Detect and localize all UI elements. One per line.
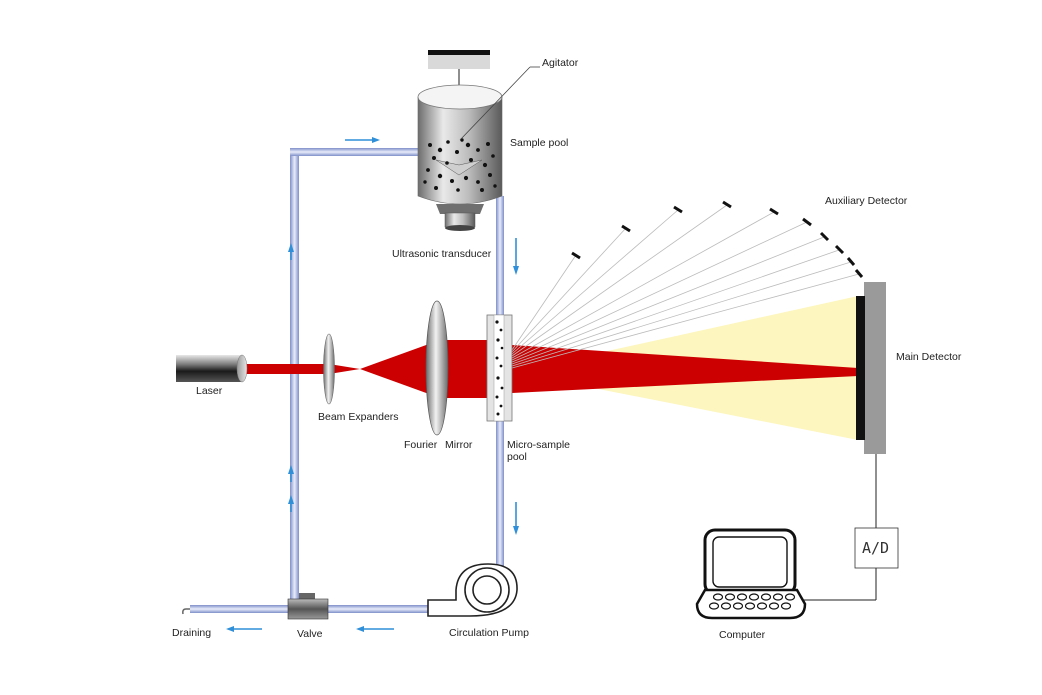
label-auxiliary-detector: Auxiliary Detector <box>825 195 908 207</box>
label-agitator: Agitator <box>542 57 579 69</box>
drain-hook <box>182 608 190 615</box>
main-detector <box>856 282 886 454</box>
label-sample-pool: Sample pool <box>510 137 568 149</box>
label-laser: Laser <box>196 385 223 397</box>
label-computer: Computer <box>719 629 766 641</box>
label-micro-sample-pool-2: pool <box>507 451 527 463</box>
label-ultrasonic-transducer: Ultrasonic transducer <box>392 248 492 260</box>
auxiliary-detector-heads <box>571 200 864 278</box>
laser-icon <box>176 354 248 383</box>
sample-pool-icon <box>417 50 503 231</box>
signal-wires <box>802 454 877 601</box>
auxiliary-detectors <box>511 204 860 369</box>
agitator-leader-line <box>459 66 531 141</box>
pump-icon <box>427 563 518 617</box>
label-ad-converter: A/D <box>862 539 889 557</box>
label-micro-sample-pool: Micro-sample <box>507 439 570 451</box>
computer-icon <box>695 528 807 620</box>
label-mirror: Mirror <box>445 439 473 451</box>
mirror-icon <box>425 300 449 436</box>
label-circulation-pump: Circulation Pump <box>449 627 529 639</box>
label-draining: Draining <box>172 627 211 639</box>
label-beam-expanders: Beam Expanders <box>318 411 399 423</box>
label-fourier: Fourier <box>404 439 438 451</box>
valve-icon <box>287 593 329 620</box>
label-valve: Valve <box>297 628 323 640</box>
flow-arrows <box>226 137 519 632</box>
micro-sample-pool <box>486 314 513 422</box>
lens-icon <box>323 333 335 405</box>
label-main-detector: Main Detector <box>896 351 962 363</box>
ad-converter-box <box>854 527 899 569</box>
